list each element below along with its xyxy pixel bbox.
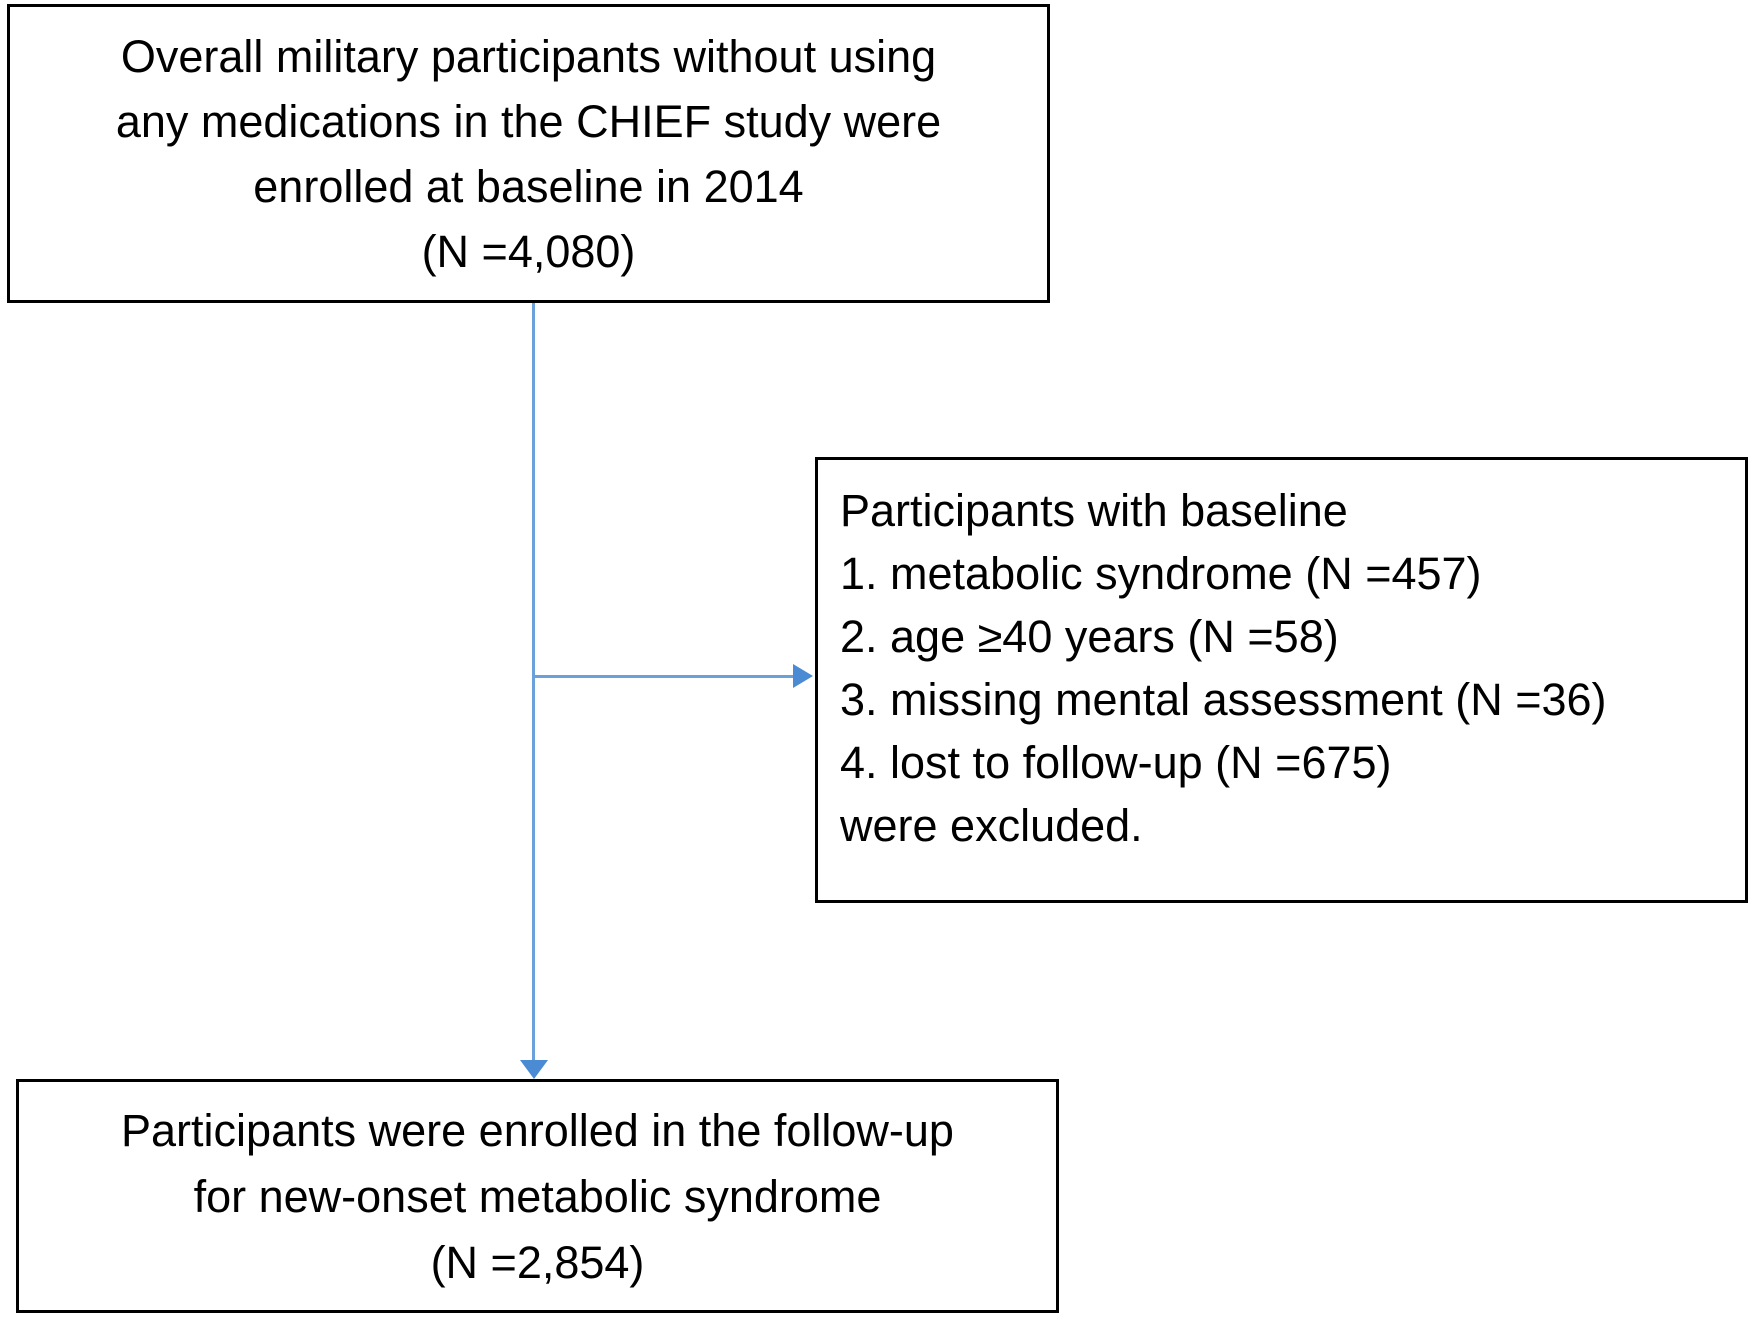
exclusion-box-text: Participants with baseline 1. metabolic … [840, 485, 1607, 851]
horizontal-connector-line [533, 675, 793, 678]
right-arrowhead-icon [793, 664, 813, 688]
followup-box: Participants were enrolled in the follow… [16, 1079, 1059, 1313]
followup-box-text: Participants were enrolled in the follow… [121, 1105, 954, 1288]
enrollment-box-text: Overall military participants without us… [115, 31, 942, 277]
vertical-connector-line [532, 303, 535, 1060]
exclusion-box: Participants with baseline 1. metabolic … [815, 457, 1748, 903]
enrollment-box: Overall military participants without us… [7, 4, 1050, 303]
down-arrowhead-icon [520, 1060, 548, 1079]
